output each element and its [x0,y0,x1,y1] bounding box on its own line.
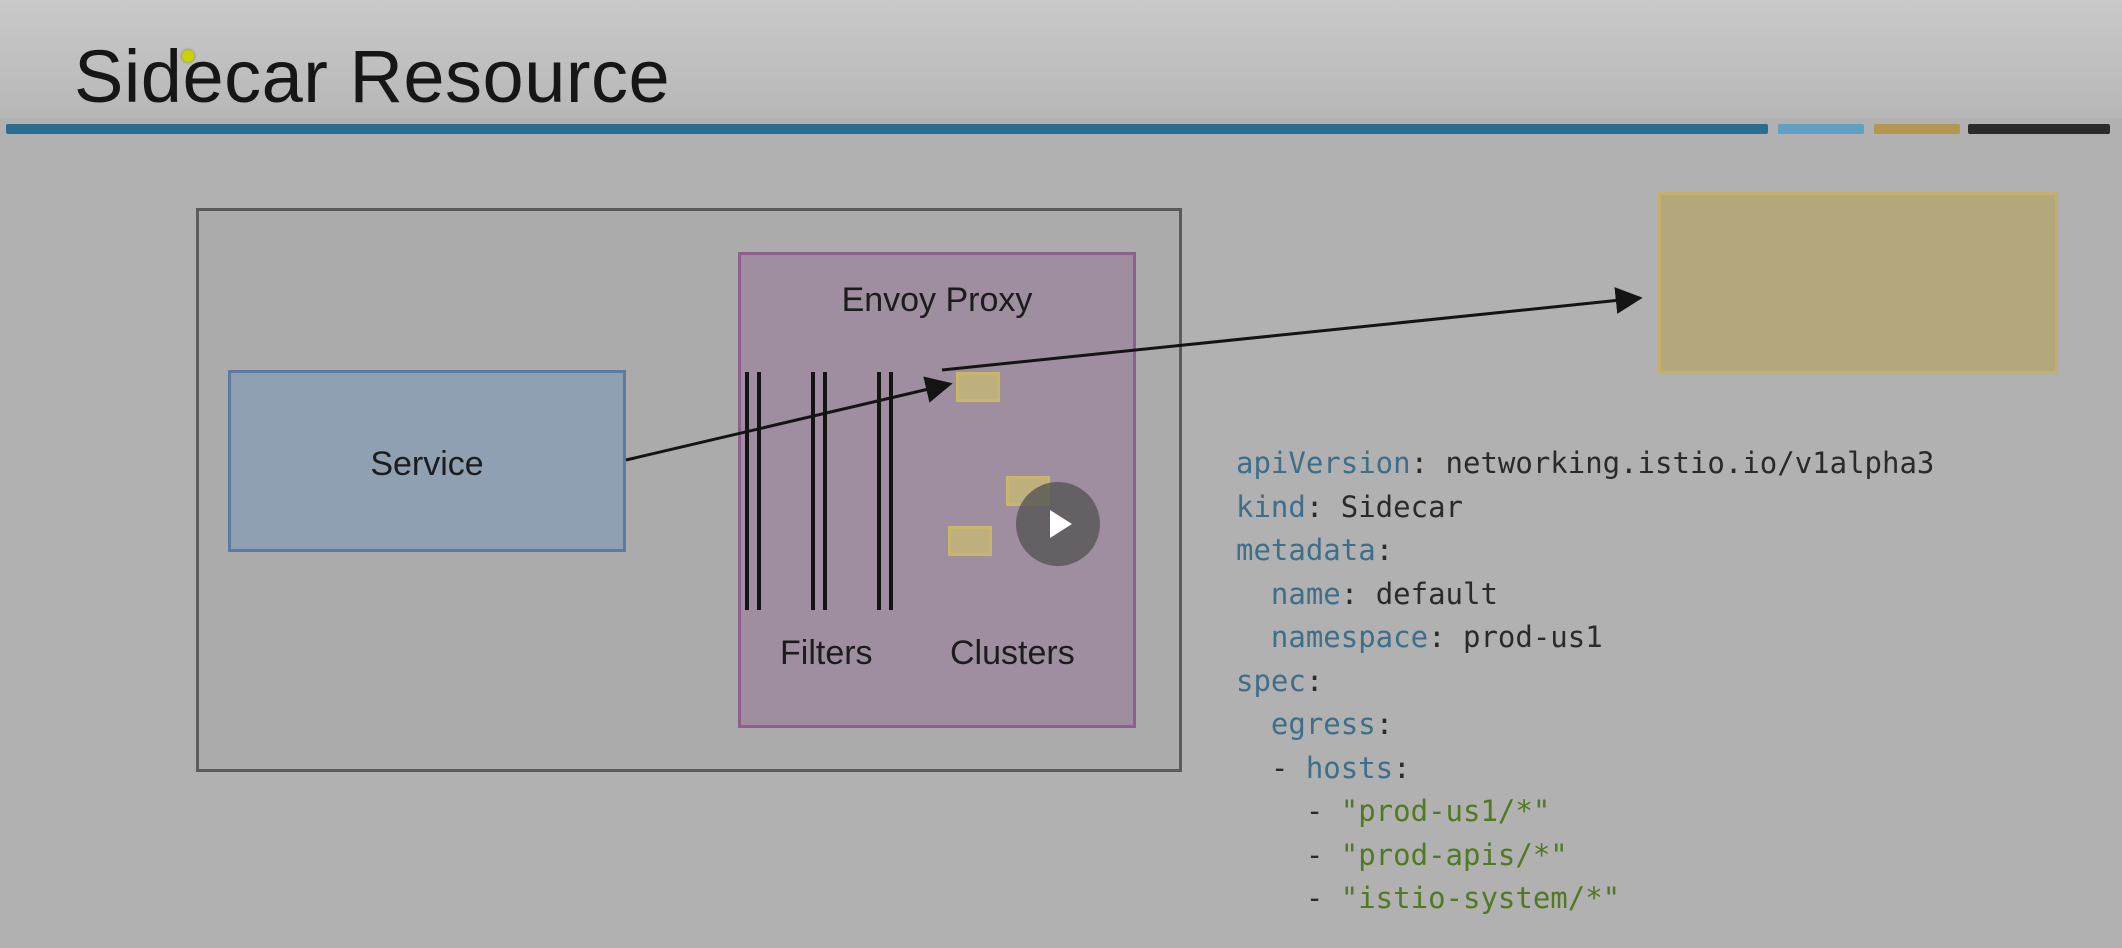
code-line: namespace: prod-us1 [1270,620,1603,654]
filter-bar [745,372,749,610]
play-icon [1050,510,1072,538]
envoy-proxy-label: Envoy Proxy [841,281,1033,319]
accent-rule-main [6,124,1768,134]
external-service-box [1658,192,2058,374]
title-band [0,0,2122,118]
code-line: - "istio-system/*" [1236,881,1621,915]
service-box: Service [228,370,626,552]
cluster-block [948,526,992,556]
filters-label: Filters [780,634,873,672]
filter-bar [823,372,827,610]
yaml-code-block: apiVersion: networking.istio.io/v1alpha3… [1236,442,1934,921]
play-button[interactable] [1016,482,1100,566]
accent-rule-dark [1968,124,2110,134]
accent-rule-gold [1874,124,1960,134]
code-line: apiVersion: networking.istio.io/v1alpha3 [1236,446,1935,480]
clusters-label: Clusters [950,634,1075,672]
service-to-proxy-arrow [625,376,953,462]
proxy-to-external-arrow [941,287,1643,372]
slide-title: Sidecar Resource [74,35,671,118]
code-line: - hosts: [1236,750,1411,785]
cluster-block [956,372,1000,402]
service-label: Service [370,445,484,483]
filter-bar [757,372,761,610]
filter-bar [889,372,893,610]
code-line: egress: [1270,707,1394,741]
code-line: - "prod-apis/*" [1236,837,1568,872]
code-line: name: default [1270,576,1498,611]
mouse-cursor-icon [182,50,194,62]
code-line: spec: [1236,663,1324,698]
code-line: kind: Sidecar [1236,489,1463,524]
code-line: metadata: [1236,533,1394,567]
filter-bar [811,372,815,610]
filter-bar [877,372,881,610]
code-line: - "prod-us1/*" [1236,794,1551,828]
accent-rule-light-blue [1778,124,1864,134]
